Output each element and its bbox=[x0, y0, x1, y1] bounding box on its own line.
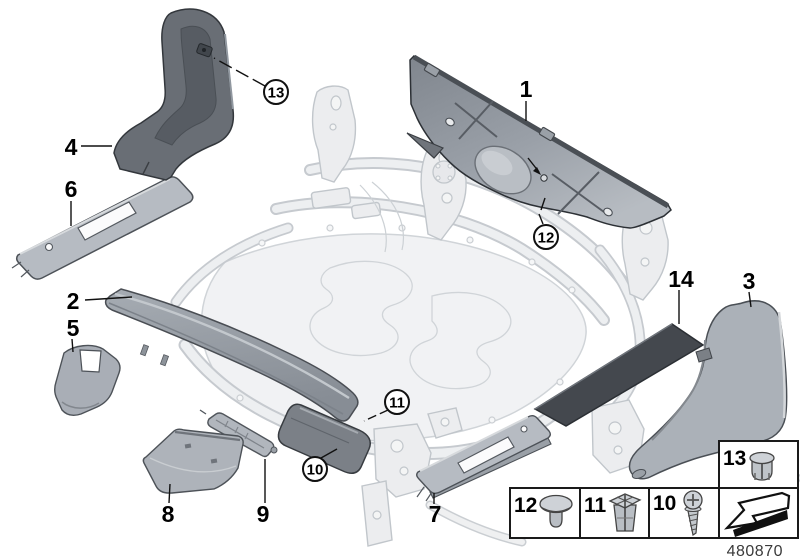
callouts: 1 2 3 4 5 6 7 8 9 14 10 11 12 13 bbox=[65, 76, 756, 527]
part-3-side-trim bbox=[628, 300, 788, 480]
part-7-cover-strip bbox=[416, 415, 552, 502]
legend-cell-10[interactable]: 10 bbox=[653, 490, 703, 536]
callout-6[interactable]: 6 bbox=[65, 176, 78, 202]
part-1-rear-panel bbox=[406, 54, 672, 229]
push-rivet-icon bbox=[539, 494, 573, 528]
part-4-side-trim bbox=[113, 8, 235, 181]
legend-10-label: 10 bbox=[653, 492, 676, 515]
legend-13-label: 13 bbox=[723, 447, 746, 470]
callout-5[interactable]: 5 bbox=[67, 315, 80, 341]
callout-1[interactable]: 1 bbox=[520, 76, 533, 102]
legend-11-label: 11 bbox=[584, 494, 607, 517]
callout-10-circled[interactable]: 10 bbox=[302, 456, 328, 482]
legend-cell-13[interactable]: 13 bbox=[718, 440, 799, 489]
self-tapping-screw-icon bbox=[683, 490, 703, 536]
callout-3[interactable]: 3 bbox=[743, 268, 756, 294]
part-2-front-trim bbox=[104, 288, 359, 422]
leader-lines bbox=[70, 57, 752, 504]
callout-13-circled[interactable]: 13 bbox=[263, 79, 289, 105]
callout-13-label: 13 bbox=[268, 85, 285, 102]
parts-artwork bbox=[11, 8, 788, 502]
part-5-cover bbox=[54, 344, 121, 417]
callout-9[interactable]: 9 bbox=[257, 501, 270, 527]
installation-direction-arrow-icon bbox=[723, 491, 791, 537]
callout-14[interactable]: 14 bbox=[668, 266, 694, 292]
legend-12-label: 12 bbox=[514, 494, 537, 517]
callout-12-label: 12 bbox=[538, 230, 555, 247]
callout-7[interactable]: 7 bbox=[429, 501, 442, 527]
callout-11-circled[interactable]: 11 bbox=[384, 389, 410, 415]
blind-plug-icon bbox=[749, 451, 775, 481]
part-9-rail-trim bbox=[199, 409, 278, 458]
diagram-plate-number: 480870 bbox=[727, 543, 783, 560]
legend-cell-11[interactable]: 11 bbox=[584, 493, 642, 532]
legend-cell-arrow bbox=[723, 491, 791, 537]
part-14-panel bbox=[533, 323, 705, 427]
expansion-nut-icon bbox=[608, 493, 642, 532]
callout-10-label: 10 bbox=[307, 462, 324, 479]
legend-cell-12[interactable]: 12 bbox=[514, 494, 573, 528]
arrowhead bbox=[533, 167, 541, 175]
callout-4[interactable]: 4 bbox=[65, 134, 78, 160]
part-4-clip bbox=[196, 43, 213, 58]
part-8-cover-plate bbox=[142, 428, 244, 494]
callout-11-label: 11 bbox=[389, 395, 405, 412]
fastener-legend: 13 12 11 bbox=[509, 440, 799, 539]
callout-2[interactable]: 2 bbox=[67, 288, 80, 314]
part-6-cover-strip bbox=[11, 176, 194, 280]
part-1-screw bbox=[540, 174, 548, 182]
callout-8[interactable]: 8 bbox=[162, 501, 175, 527]
part-2-end-cap bbox=[277, 403, 371, 474]
callout-12-circled[interactable]: 12 bbox=[533, 224, 559, 250]
